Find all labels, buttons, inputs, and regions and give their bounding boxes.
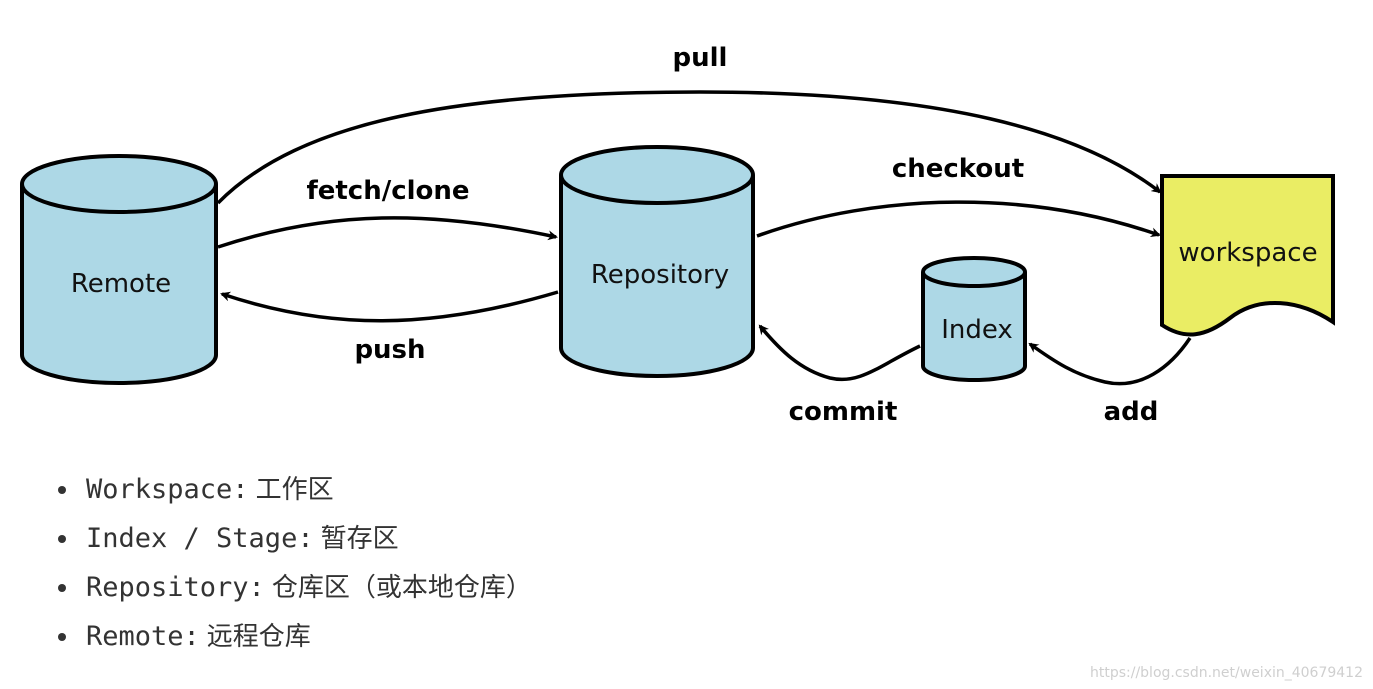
workspace-label: workspace bbox=[1178, 238, 1317, 268]
fetch-clone-label: fetch/clone bbox=[306, 176, 469, 206]
term-description: 暂存区 bbox=[320, 524, 399, 554]
pull-label: pull bbox=[673, 43, 728, 73]
remote-cylinder: Remote bbox=[20, 154, 218, 385]
commit-arrow bbox=[758, 324, 921, 382]
term-label: Index / Stage: bbox=[86, 523, 314, 554]
bullet-icon bbox=[58, 534, 66, 543]
fetch-clone-arrow bbox=[217, 216, 558, 249]
commit-label: commit bbox=[789, 397, 898, 427]
checkout-arrow bbox=[756, 200, 1161, 238]
watermark-url: https://blog.csdn.net/weixin_40679412 bbox=[1089, 665, 1363, 681]
list-item: Repository: 仓库区（或本地仓库） bbox=[58, 566, 532, 615]
checkout-label: checkout bbox=[892, 154, 1024, 184]
add-label: add bbox=[1104, 397, 1159, 427]
glossary-list: Workspace: 工作区 Index / Stage: 暂存区 Reposi… bbox=[58, 468, 532, 664]
pull-arrow bbox=[216, 90, 1162, 205]
list-item: Remote: 远程仓库 bbox=[58, 615, 532, 664]
term-description: 远程仓库 bbox=[206, 622, 311, 652]
term-description: 仓库区（或本地仓库） bbox=[271, 573, 532, 603]
term-label: Remote: bbox=[86, 621, 200, 652]
bullet-icon bbox=[58, 485, 66, 494]
push-label: push bbox=[354, 335, 425, 365]
term-label: Repository: bbox=[86, 572, 265, 603]
index-cylinder: Index bbox=[921, 256, 1027, 382]
term-description: 工作区 bbox=[255, 475, 334, 505]
remote-label: Remote bbox=[71, 269, 171, 299]
bullet-icon bbox=[58, 632, 66, 641]
repository-label: Repository bbox=[591, 260, 729, 290]
git-workflow-diagram: Remote Repository Index workspace pull f… bbox=[20, 43, 1335, 427]
term-label: Workspace: bbox=[86, 474, 249, 505]
index-label: Index bbox=[941, 315, 1013, 345]
repository-cylinder: Repository bbox=[559, 145, 755, 378]
workspace-document: workspace bbox=[1160, 174, 1335, 337]
push-arrow bbox=[220, 290, 559, 323]
list-item: Index / Stage: 暂存区 bbox=[58, 517, 532, 566]
list-item: Workspace: 工作区 bbox=[58, 468, 532, 517]
bullet-icon bbox=[58, 583, 66, 592]
add-arrow bbox=[1028, 337, 1192, 386]
